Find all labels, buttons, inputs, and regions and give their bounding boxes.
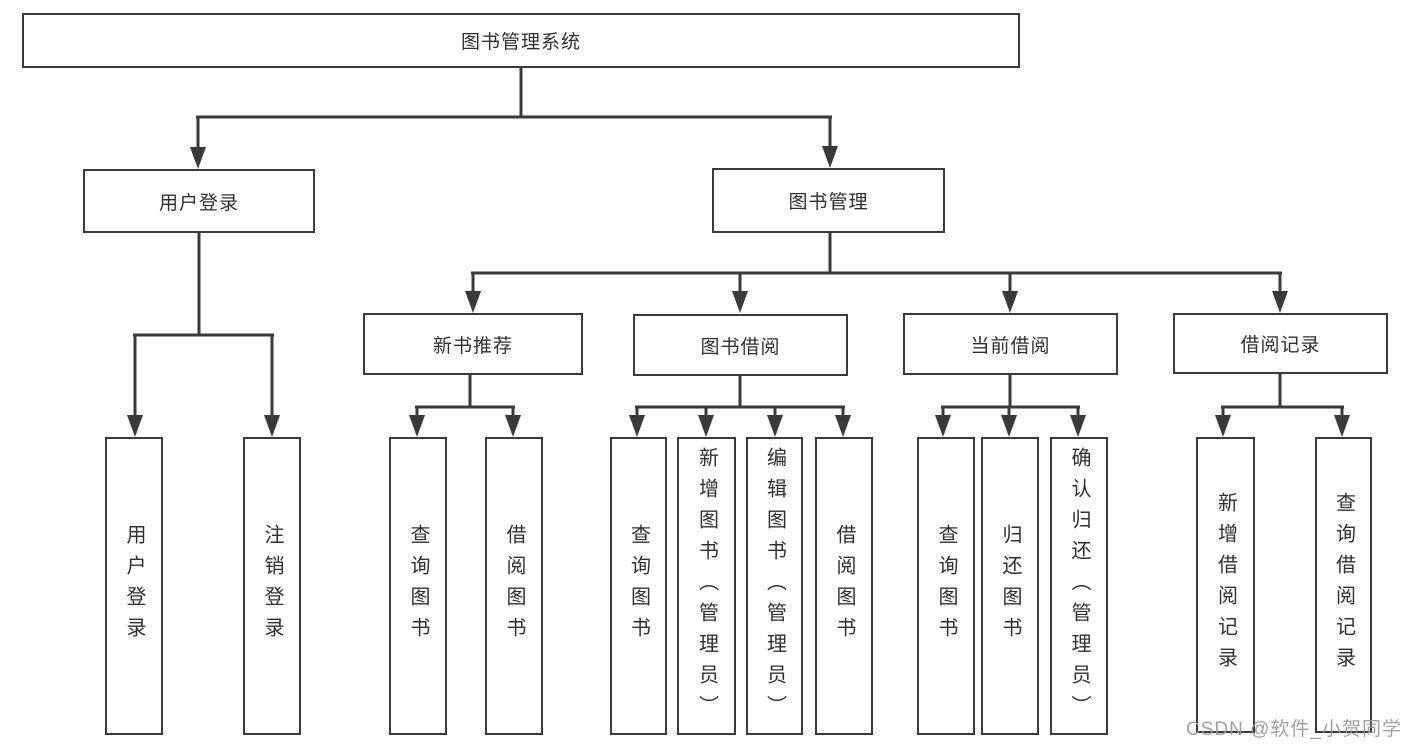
node-root-label: 图书管理系统 <box>460 32 581 53</box>
watermark-text: CSDN @软件_小贺同学 <box>1186 719 1402 740</box>
leaf-user-login-label: 用户登录 <box>123 524 145 648</box>
leaf-bb-edit-books-label: 编辑图书（管理员） <box>763 446 786 726</box>
node-root: 图书管理系统 <box>22 13 1020 68</box>
leaf-cb-query-books-label: 查询图书 <box>935 524 957 648</box>
node-current-borrow: 当前借阅 <box>903 313 1118 375</box>
connector-newbooks-children <box>409 375 521 437</box>
node-user-login: 用户登录 <box>83 169 315 233</box>
leaf-br-query-record-label: 查询借阅记录 <box>1332 492 1355 678</box>
leaf-bb-query-books-label: 查询图书 <box>627 524 650 648</box>
leaf-nb-borrow-books-label: 借阅图书 <box>503 524 525 648</box>
node-user-login-label: 用户登录 <box>158 192 239 214</box>
connector-bookborrow-children <box>629 376 851 437</box>
connector-borrowrecords-children <box>1215 374 1350 437</box>
leaf-nb-query-books-label: 查询图书 <box>407 524 429 648</box>
leaf-cb-confirm-return: 确认归还（管理员） <box>1050 437 1108 735</box>
node-new-book-recommend-label: 新书推荐 <box>432 335 513 357</box>
leaf-cb-query-books: 查询图书 <box>917 437 975 735</box>
leaf-bb-query-books: 查询图书 <box>610 437 667 735</box>
leaf-bb-borrow-books: 借阅图书 <box>815 437 873 735</box>
leaf-nb-borrow-books: 借阅图书 <box>485 437 543 735</box>
connector-bookmgmt-to-level3 <box>465 233 1288 313</box>
leaf-logout: 注销登录 <box>243 437 301 735</box>
leaf-cb-confirm-return-label: 确认归还（管理员） <box>1068 446 1090 726</box>
node-current-borrow-label: 当前借阅 <box>970 335 1051 357</box>
connector-userlogin-children <box>127 232 280 437</box>
leaf-bb-borrow-books-label: 借阅图书 <box>833 524 855 648</box>
leaf-logout-label: 注销登录 <box>261 524 283 648</box>
connector-currentborrow-children <box>935 375 1086 437</box>
leaf-bb-add-books-label: 新增图书（管理员） <box>695 446 718 726</box>
leaf-br-query-record: 查询借阅记录 <box>1315 437 1372 733</box>
leaf-br-add-record-label: 新增借阅记录 <box>1214 492 1237 678</box>
node-new-book-recommend: 新书推荐 <box>363 313 583 375</box>
leaf-nb-query-books: 查询图书 <box>389 437 447 735</box>
leaf-cb-return-books: 归还图书 <box>981 437 1039 735</box>
node-borrow-records: 借阅记录 <box>1173 313 1388 374</box>
leaf-bb-add-books: 新增图书（管理员） <box>677 437 736 735</box>
leaf-cb-return-books-label: 归还图书 <box>999 524 1021 648</box>
node-borrow-records-label: 借阅记录 <box>1240 335 1321 356</box>
leaf-user-login: 用户登录 <box>105 437 163 735</box>
node-book-management: 图书管理 <box>712 168 945 233</box>
leaf-br-add-record: 新增借阅记录 <box>1196 437 1255 733</box>
connector-root-to-level2 <box>190 68 838 169</box>
node-book-borrow-label: 图书借阅 <box>700 336 781 358</box>
leaf-bb-edit-books: 编辑图书（管理员） <box>746 437 803 735</box>
node-book-management-label: 图书管理 <box>788 192 869 213</box>
node-book-borrow: 图书借阅 <box>633 314 848 376</box>
